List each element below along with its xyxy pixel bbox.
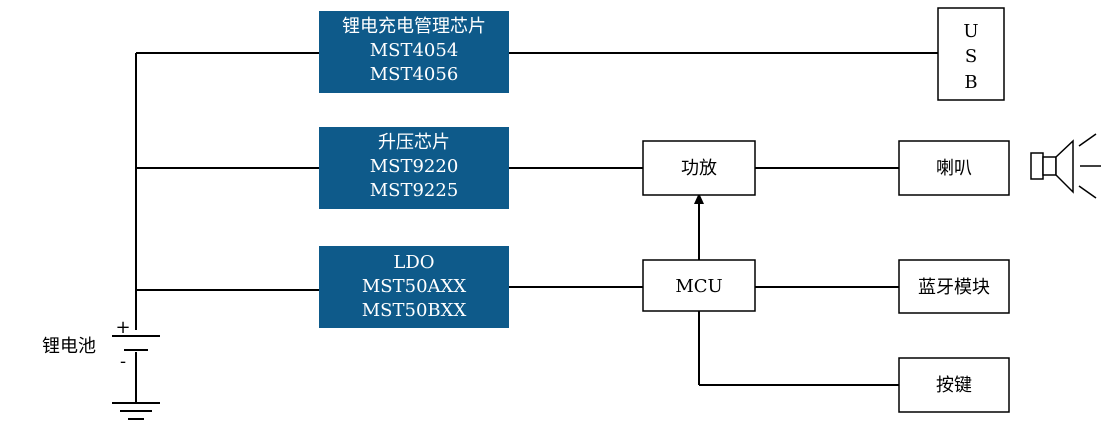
usb-letter-s: S: [965, 46, 977, 67]
mcu-label: MCU: [675, 276, 722, 297]
ldo-chip-model-2: MST50BXX: [362, 300, 467, 321]
speaker-block: 喇叭: [898, 140, 1010, 196]
ldo-chip-title: LDO: [393, 252, 434, 273]
wires: [135, 52, 938, 402]
bluetooth-block: 蓝牙模块: [898, 259, 1010, 314]
arrow-up-icon: [694, 193, 704, 204]
charger-chip-model-2: MST4056: [370, 64, 459, 85]
usb-letter-b: B: [964, 72, 977, 93]
battery-icon: [112, 335, 160, 351]
battery-minus-sign: -: [120, 351, 126, 372]
keys-block: 按键: [898, 357, 1010, 413]
charger-chip-model-1: MST4054: [370, 40, 459, 61]
speaker-label: 喇叭: [936, 158, 972, 179]
ldo-chip-block: LDO MST50AXX MST50BXX: [319, 246, 509, 328]
battery-label: 锂电池: [42, 336, 96, 357]
amp-label: 功放: [681, 158, 717, 179]
keys-label: 按键: [936, 375, 972, 396]
boost-chip-title: 升压芯片: [378, 132, 450, 153]
ground-icon: [112, 402, 160, 420]
boost-chip-block: 升压芯片 MST9220 MST9225: [319, 127, 509, 209]
battery-plus-sign: +: [115, 317, 130, 338]
boost-chip-model-2: MST9225: [370, 180, 459, 201]
usb-block: U S B: [937, 7, 1005, 101]
usb-letter-u: U: [963, 21, 978, 42]
amp-block: 功放: [642, 140, 756, 196]
charger-chip-block: 锂电充电管理芯片 MST4054 MST4056: [319, 11, 509, 93]
mcu-block: MCU: [642, 259, 756, 312]
bluetooth-label: 蓝牙模块: [918, 277, 990, 298]
boost-chip-model-1: MST9220: [370, 156, 459, 177]
speaker-icon: [1030, 133, 1101, 199]
charger-chip-title: 锂电充电管理芯片: [342, 16, 486, 37]
ldo-chip-model-1: MST50AXX: [362, 276, 466, 297]
